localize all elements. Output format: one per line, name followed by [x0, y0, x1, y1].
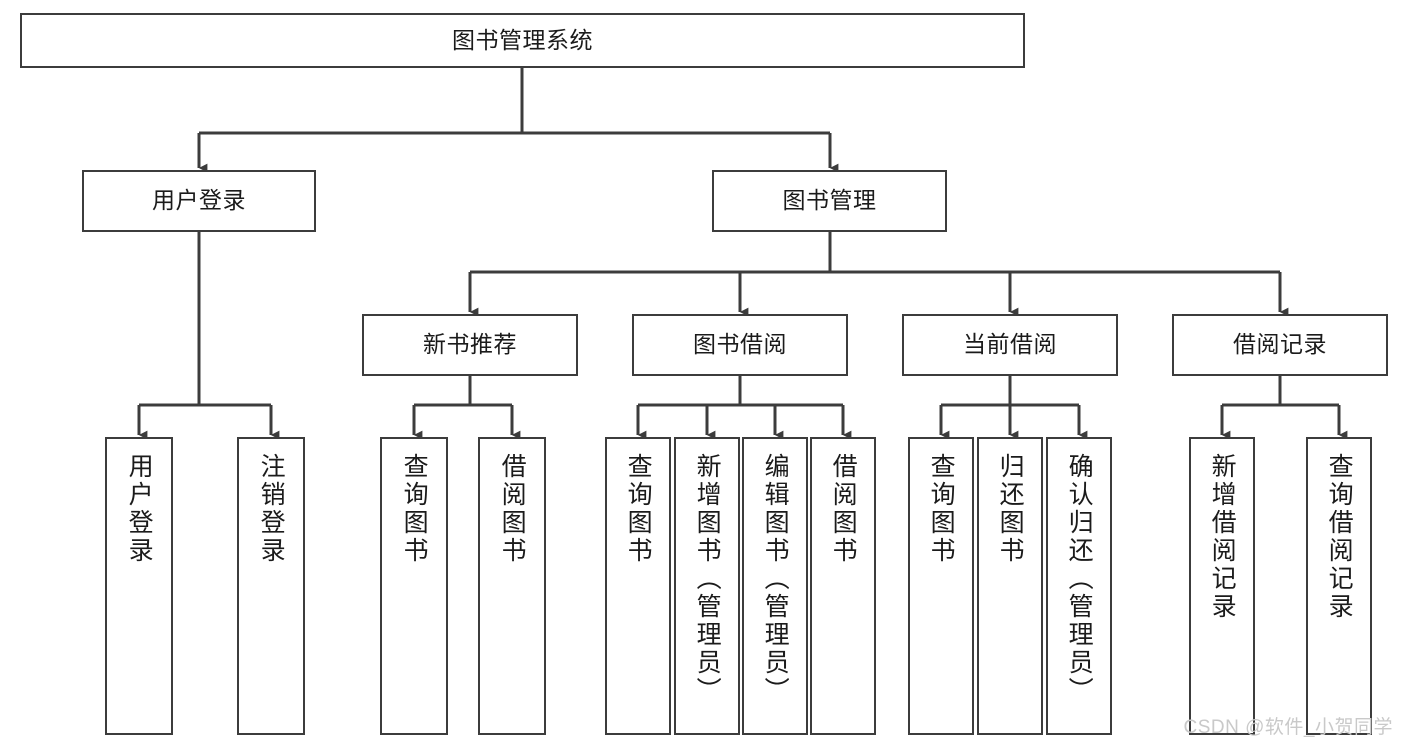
node-label: 图书管理系统	[452, 26, 593, 53]
node-label: 查询借阅记录	[1325, 453, 1354, 621]
node-label: 新增图书（管理员）	[693, 453, 722, 705]
leaf-user-login-signout[interactable]: 注销登录	[237, 437, 305, 735]
leaf-new-book-borrow[interactable]: 借阅图书	[478, 437, 546, 735]
node-label: 图书管理	[782, 187, 877, 214]
node-label: 用户登录	[152, 187, 246, 214]
leaf-current-borrow-confirm-return[interactable]: 确认归还（管理员）	[1046, 437, 1112, 735]
node-label: 查询图书	[927, 453, 956, 565]
csdn-watermark: CSDN @软件_小贺同学	[1183, 717, 1393, 738]
node-book-management[interactable]: 图书管理	[712, 170, 947, 232]
node-label: 注销登录	[257, 453, 286, 565]
node-label: 当前借阅	[963, 331, 1057, 358]
node-borrow-records[interactable]: 借阅记录	[1172, 314, 1388, 376]
node-label: 查询图书	[624, 453, 653, 565]
leaf-book-borrow-add[interactable]: 新增图书（管理员）	[674, 437, 740, 735]
leaf-current-borrow-query[interactable]: 查询图书	[908, 437, 974, 735]
leaf-borrow-record-add[interactable]: 新增借阅记录	[1189, 437, 1255, 735]
node-label: 新增借阅记录	[1208, 453, 1237, 621]
node-new-book-recommendation[interactable]: 新书推荐	[362, 314, 578, 376]
node-label: 用户登录	[125, 453, 154, 565]
leaf-current-borrow-return[interactable]: 归还图书	[977, 437, 1043, 735]
leaf-new-book-query[interactable]: 查询图书	[380, 437, 448, 735]
leaf-borrow-record-query[interactable]: 查询借阅记录	[1306, 437, 1372, 735]
node-label: 借阅记录	[1233, 331, 1327, 358]
node-system-root[interactable]: 图书管理系统	[20, 13, 1025, 68]
leaf-book-borrow-edit[interactable]: 编辑图书（管理员）	[742, 437, 808, 735]
node-label: 确认归还（管理员）	[1065, 453, 1094, 705]
node-label: 图书借阅	[693, 331, 787, 358]
node-label: 查询图书	[400, 453, 429, 565]
node-label: 新书推荐	[423, 331, 517, 358]
node-user-login[interactable]: 用户登录	[82, 170, 316, 232]
leaf-book-borrow-query[interactable]: 查询图书	[605, 437, 671, 735]
node-label: 归还图书	[996, 453, 1025, 565]
node-label: 编辑图书（管理员）	[761, 453, 790, 705]
node-label: 借阅图书	[498, 453, 527, 565]
node-book-borrowing[interactable]: 图书借阅	[632, 314, 848, 376]
leaf-book-borrow-borrow[interactable]: 借阅图书	[810, 437, 876, 735]
node-current-borrowing[interactable]: 当前借阅	[902, 314, 1118, 376]
node-label: 借阅图书	[829, 453, 858, 565]
leaf-user-login-signin[interactable]: 用户登录	[105, 437, 173, 735]
